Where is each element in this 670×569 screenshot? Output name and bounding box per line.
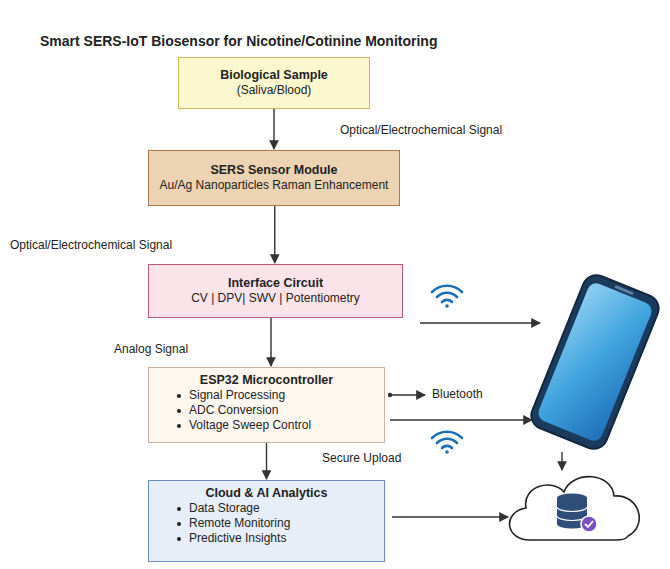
box-heading-row: Cloud & AI Analytics — [159, 486, 374, 501]
link-arrow — [390, 419, 532, 420]
wifi-icon — [432, 432, 462, 454]
list-box: Cloud & AI AnalyticsData StorageRemote M… — [148, 480, 385, 562]
box-body: (Saliva/Blood) — [189, 83, 359, 98]
flow-arrow — [266, 443, 267, 479]
edge-label: Secure Upload — [320, 451, 403, 466]
box-body-row: Voltage Sweep Control — [159, 418, 374, 433]
box-heading: Interface Circuit — [159, 276, 392, 291]
bullet-text: Remote Monitoring — [189, 516, 290, 531]
box-heading-row: Biological Sample — [189, 68, 359, 83]
bullet-text: Signal Processing — [189, 388, 285, 403]
cloud-database-icon — [510, 477, 640, 540]
sync-arrow — [561, 452, 562, 470]
wifi-icon — [432, 286, 462, 308]
bluetooth-arrow — [390, 394, 425, 395]
bullet-dot — [177, 537, 181, 541]
process-box: Biological Sample(Saliva/Blood) — [178, 57, 370, 109]
edge-label: Optical/Electrochemical Signal — [8, 238, 174, 253]
upload-arrow — [392, 516, 508, 517]
smartphone-icon — [527, 271, 663, 453]
diagram-title: Smart SERS-IoT Biosensor for Nicotine/Co… — [40, 33, 437, 50]
box-body-row: Data Storage — [159, 501, 374, 516]
box-heading-row: SERS Sensor Module — [159, 163, 389, 178]
box-body-row: (Saliva/Blood) — [189, 83, 359, 98]
bullet-dot — [177, 522, 181, 526]
flow-arrow — [273, 109, 274, 149]
flow-arrow — [274, 206, 275, 263]
box-heading-row: Interface Circuit — [159, 276, 392, 291]
bullet-dot — [177, 507, 181, 511]
bullet-text: Data Storage — [189, 501, 260, 516]
edge-label: Optical/Electrochemical Signal — [338, 123, 504, 138]
bullet-dot — [177, 424, 181, 428]
box-heading: Cloud & AI Analytics — [159, 486, 374, 501]
box-body-row: Remote Monitoring — [159, 516, 374, 531]
box-heading: ESP32 Microcontroller — [159, 373, 374, 388]
box-body-row: Signal Processing — [159, 388, 374, 403]
box-heading-row: ESP32 Microcontroller — [159, 373, 374, 388]
process-box: Interface CircuitCV | DPV| SWV | Potenti… — [148, 264, 403, 318]
link-arrow — [420, 322, 540, 323]
box-body-row: Au/Ag Nanoparticles Raman Enhancement — [159, 178, 389, 193]
bullet-text: Voltage Sweep Control — [189, 418, 311, 433]
box-body-row: CV | DPV| SWV | Potentiometry — [159, 291, 392, 306]
box-body-row: Predictive Insights — [159, 531, 374, 546]
signal-label: Bluetooth — [430, 387, 485, 402]
box-body-row: ADC Conversion — [159, 403, 374, 418]
bullet-dot — [177, 409, 181, 413]
bullet-text: ADC Conversion — [189, 403, 278, 418]
box-body: Au/Ag Nanoparticles Raman Enhancement — [159, 178, 389, 193]
bullet-dot — [177, 394, 181, 398]
list-box: ESP32 MicrocontrollerSignal ProcessingAD… — [148, 367, 385, 443]
edge-label: Analog Signal — [112, 342, 190, 357]
box-heading: Biological Sample — [189, 68, 359, 83]
box-heading: SERS Sensor Module — [159, 163, 389, 178]
box-body: CV | DPV| SWV | Potentiometry — [159, 291, 392, 306]
bullet-text: Predictive Insights — [189, 531, 286, 546]
process-box: SERS Sensor ModuleAu/Ag Nanoparticles Ra… — [148, 150, 400, 206]
flow-arrow — [270, 318, 271, 366]
